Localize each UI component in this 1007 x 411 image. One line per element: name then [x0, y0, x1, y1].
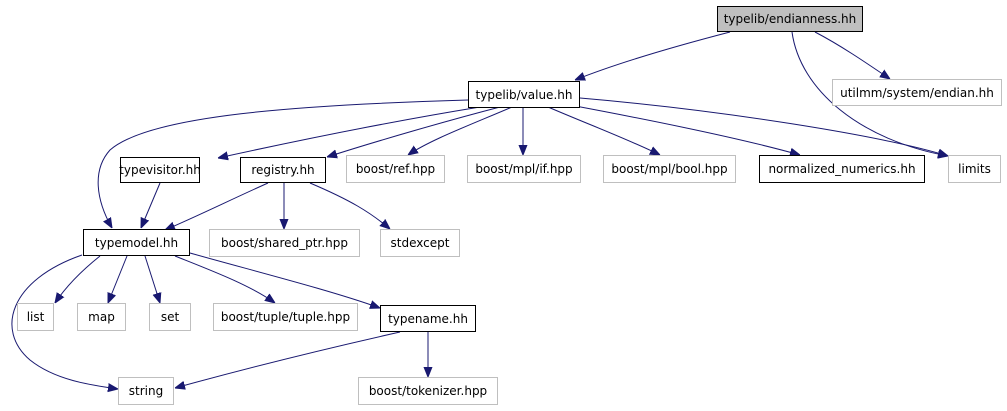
- node-boost-tokenizer: boost/tokenizer.hpp: [358, 377, 498, 405]
- node-utilmm-system-endian: utilmm/system/endian.hh: [832, 79, 1002, 106]
- node-typevisitor[interactable]: typevisitor.hh: [119, 157, 201, 183]
- edge-registry-stdexcept: [309, 182, 390, 229]
- edge-value-typemodel: [97, 99, 469, 228]
- node-registry[interactable]: registry.hh: [240, 157, 326, 183]
- node-boost-mpl-bool: boost/mpl/bool.hpp: [603, 155, 736, 183]
- node-typename[interactable]: typename.hh: [380, 305, 476, 332]
- edge-typemodel-tuple: [174, 255, 275, 303]
- edge-typemodel-list: [55, 255, 101, 303]
- edge-value-normalized: [569, 104, 800, 155]
- node-map: map: [77, 303, 126, 331]
- edge-endianness-limits: [791, 31, 948, 156]
- edge-value-registry: [327, 106, 501, 157]
- edge-typemodel-map: [108, 255, 128, 303]
- node-typelib-endianness[interactable]: typelib/endianness.hh: [717, 6, 863, 32]
- node-normalized-numerics[interactable]: normalized_numerics.hh: [759, 155, 925, 183]
- node-stdexcept: stdexcept: [380, 229, 460, 257]
- node-boost-shared-ptr: boost/shared_ptr.hpp: [209, 229, 360, 257]
- node-boost-tuple: boost/tuple/tuple.hpp: [213, 303, 358, 331]
- edge-registry-typemodel: [165, 182, 269, 230]
- edge-typemodel-set: [144, 255, 160, 303]
- node-limits: limits: [948, 155, 1001, 183]
- edge-value-limits: [579, 97, 948, 156]
- edge-typevisitor-typemodel: [141, 182, 161, 228]
- edge-value-boost-ref: [408, 106, 513, 155]
- node-string: string: [118, 377, 174, 405]
- edge-value-typevisitor: [218, 106, 481, 158]
- node-typelib-value[interactable]: typelib/value.hh: [468, 81, 580, 108]
- edge-typemodel-string: [11, 254, 118, 389]
- edge-typemodel-typename: [189, 252, 380, 308]
- edge-value-boost-mpl-bool: [547, 106, 660, 155]
- node-typemodel[interactable]: typemodel.hh: [83, 229, 190, 256]
- node-boost-mpl-if: boost/mpl/if.hpp: [467, 155, 581, 183]
- node-list: list: [17, 303, 54, 331]
- node-set: set: [149, 303, 191, 331]
- edge-endianness-value: [575, 31, 731, 80]
- node-boost-ref: boost/ref.hpp: [346, 155, 445, 183]
- edge-typename-string: [175, 331, 401, 388]
- edge-endianness-endian: [814, 31, 890, 79]
